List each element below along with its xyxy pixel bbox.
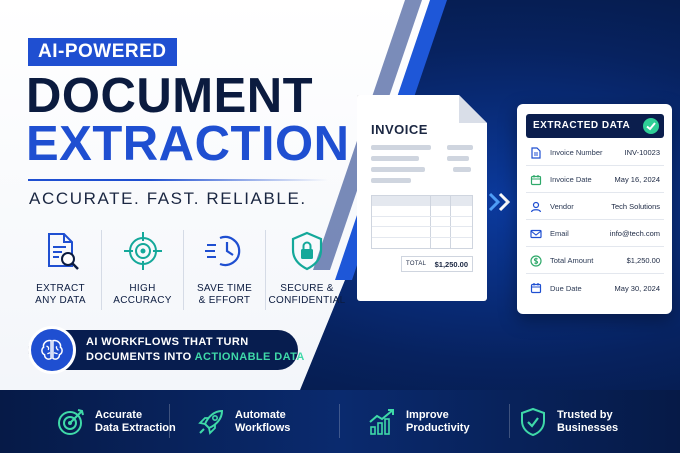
tagline: ACCURATE. FAST. RELIABLE. xyxy=(29,189,307,208)
check-icon xyxy=(646,122,656,131)
total-label: TOTAL xyxy=(406,261,427,267)
calendar-icon xyxy=(530,174,542,185)
double-chevron-right-icon xyxy=(488,192,511,212)
field-due-date: Due Date May 30, 2024 xyxy=(526,275,664,301)
field-label: Vendor xyxy=(550,202,574,211)
field-invoice-number: Invoice Number INV-10023 xyxy=(526,140,664,166)
feature-label: SAVE TIME xyxy=(196,283,253,294)
benefit-automate: Automate Workflows xyxy=(170,390,340,453)
text-placeholder xyxy=(371,167,425,172)
benefits-band: Accurate Data Extraction Automate Workfl… xyxy=(0,390,680,453)
field-label: Total Amount xyxy=(550,256,594,265)
field-value: May 16, 2024 xyxy=(614,175,660,184)
ai-workflows-banner: AI WORKFLOWS THAT TURN DOCUMENTS INTO AC… xyxy=(28,326,304,374)
document-search-icon xyxy=(47,233,79,270)
field-value: $1,250.00 xyxy=(626,256,660,265)
field-label: Invoice Number xyxy=(550,148,603,157)
extracted-data-header: EXTRACTED DATA xyxy=(526,114,664,138)
feature-save-time: SAVE TIME & EFFORT xyxy=(184,230,266,310)
extracted-data-title: EXTRACTED DATA xyxy=(533,120,631,131)
pill-text-line-1: AI WORKFLOWS THAT TURN xyxy=(86,336,249,348)
benefit-accurate: Accurate Data Extraction xyxy=(0,390,176,453)
headline-line-2: EXTRACTION xyxy=(26,117,350,171)
document-icon xyxy=(531,146,541,159)
fast-clock-icon xyxy=(204,235,240,267)
divider xyxy=(169,404,170,438)
feature-extract: EXTRACT ANY DATA xyxy=(20,230,102,310)
text-placeholder xyxy=(371,156,419,161)
divider xyxy=(509,404,510,438)
pill-text-line-2: DOCUMENTS INTO xyxy=(86,351,195,363)
text-placeholder xyxy=(371,145,431,150)
feature-label: SECURE & xyxy=(280,283,334,294)
headline-line-1: DOCUMENT xyxy=(26,69,314,123)
brain-icon xyxy=(41,339,63,360)
benefit-productivity: Improve Productivity xyxy=(340,390,510,453)
text-placeholder xyxy=(453,167,471,172)
pill-highlight-text: ACTIONABLE DATA xyxy=(194,351,305,363)
field-value: May 30, 2024 xyxy=(614,283,660,293)
invoice-title: INVOICE xyxy=(371,122,428,137)
line-items-table xyxy=(371,195,473,249)
field-email: Email info@tech.com xyxy=(526,221,664,247)
feature-accuracy: HIGH ACCURACY xyxy=(102,230,184,310)
feature-label: HIGH xyxy=(129,283,156,294)
benefit-label: Productivity xyxy=(406,421,470,434)
feature-secure: SECURE & CONFIDENTIAL xyxy=(266,230,348,310)
field-label: Email xyxy=(550,229,569,238)
mail-icon xyxy=(530,229,542,238)
invoice-total-box: TOTAL $1,250.00 xyxy=(401,256,473,272)
calendar-icon xyxy=(530,283,542,294)
field-total-amount: Total Amount $1,250.00 xyxy=(526,248,664,274)
benefit-label: Automate xyxy=(235,408,286,421)
crosshair-target-icon xyxy=(123,232,162,270)
dollar-icon xyxy=(530,254,542,267)
benefit-label: Workflows xyxy=(235,421,291,434)
shield-check-icon xyxy=(521,407,545,436)
benefit-label: Data Extraction xyxy=(95,421,176,434)
field-label: Invoice Date xyxy=(550,175,592,184)
text-placeholder xyxy=(447,156,469,161)
feature-label: ACCURACY xyxy=(113,295,172,306)
feature-label: EXTRACT xyxy=(36,283,85,294)
field-value: Tech Solutions xyxy=(611,202,660,211)
field-invoice-date: Invoice Date May 16, 2024 xyxy=(526,167,664,193)
total-value: $1,250.00 xyxy=(434,259,468,269)
invoice-document: INVOICE TOTAL $1,250.00 xyxy=(357,95,487,301)
extracted-data-card: EXTRACTED DATA Invoice Number INV-10023 xyxy=(517,104,672,314)
benefit-label: Accurate xyxy=(95,408,143,421)
feature-label: & EFFORT xyxy=(198,295,251,306)
divider xyxy=(28,179,328,181)
field-value: INV-10023 xyxy=(624,148,660,157)
feature-list: EXTRACT ANY DATA HIGH ACCURACY xyxy=(20,230,350,310)
field-value: info@tech.com xyxy=(609,229,660,238)
target-icon xyxy=(58,408,84,435)
divider xyxy=(339,404,340,438)
feature-label: CONFIDENTIAL xyxy=(268,295,346,306)
benefit-label: Improve xyxy=(406,408,449,421)
field-label: Due Date xyxy=(550,283,582,293)
benefit-label: Businesses xyxy=(557,421,619,434)
field-vendor: Vendor Tech Solutions xyxy=(526,194,664,220)
benefit-label: Trusted by xyxy=(557,408,613,421)
text-placeholder xyxy=(447,145,473,150)
growth-chart-icon xyxy=(369,408,394,435)
text-placeholder xyxy=(371,178,411,183)
rocket-icon xyxy=(198,409,224,435)
ai-powered-badge: AI-POWERED xyxy=(28,38,177,66)
shield-lock-icon xyxy=(291,231,323,271)
benefit-trusted: Trusted by Businesses xyxy=(510,390,680,453)
feature-label: ANY DATA xyxy=(35,295,86,306)
user-icon xyxy=(530,201,542,212)
